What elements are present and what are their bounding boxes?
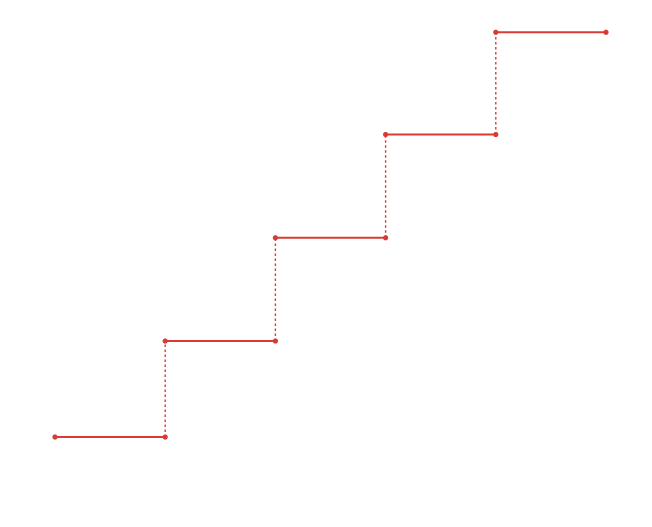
plot-area <box>52 29 609 440</box>
step-point-end-2 <box>383 235 389 241</box>
step-point-end-1 <box>272 338 278 344</box>
step-point-start-1 <box>162 338 168 344</box>
step-point-end-0 <box>162 434 168 440</box>
step-point-end-4 <box>603 29 609 35</box>
step-point-start-3 <box>383 131 389 138</box>
step-point-start-2 <box>272 235 278 241</box>
step-point-start-0 <box>52 434 58 440</box>
step-point-start-4 <box>493 29 499 35</box>
step-point-end-3 <box>493 131 499 138</box>
